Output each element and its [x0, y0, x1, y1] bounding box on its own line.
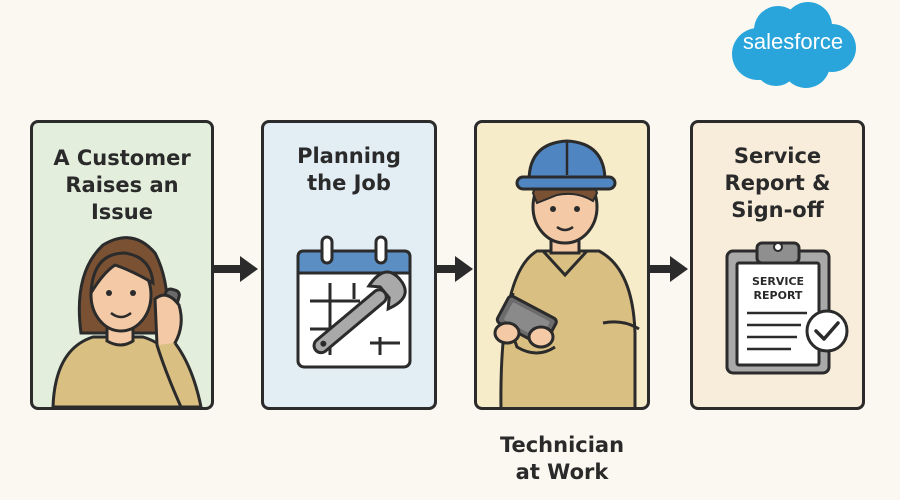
- report-label: SERVICE REPORT: [751, 275, 805, 302]
- salesforce-logo: salesforce: [728, 2, 858, 90]
- service-report-clipboard-icon: [725, 241, 849, 375]
- logo-text: salesforce: [742, 29, 844, 54]
- arrow-right-icon: [214, 256, 258, 282]
- step-title-technician: Technician at Work: [499, 433, 625, 484]
- step-card-customer: A Customer Raises an Issue: [30, 120, 214, 410]
- step-card-service-report: Service Report & Sign-off SERVICE REPORT: [690, 120, 865, 410]
- step-title-customer: A Customer Raises an Issue: [53, 146, 191, 224]
- step-card-technician: [474, 120, 650, 410]
- arrow-right-icon: [437, 256, 473, 282]
- step-title-service-report: Service Report & Sign-off: [724, 144, 831, 222]
- customer-on-phone-icon: [51, 236, 203, 407]
- technician-with-tablet-icon: [493, 139, 640, 407]
- arrow-right-icon: [650, 256, 688, 282]
- step-card-planning: Planning the Job: [261, 120, 437, 410]
- calendar-wrench-icon: [296, 235, 412, 369]
- step-title-planning: Planning the Job: [297, 144, 401, 195]
